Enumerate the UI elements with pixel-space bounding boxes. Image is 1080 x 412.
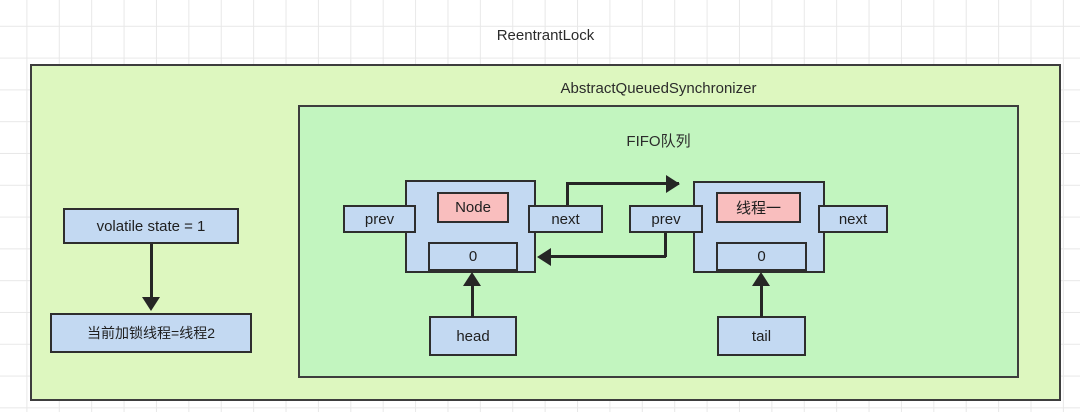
next-link-vertical [566, 182, 569, 207]
prev-link-horizontal [551, 255, 666, 258]
tail-pointer-box: tail [717, 316, 806, 356]
lock-owner-thread-box: 当前加锁线程=线程2 [50, 313, 252, 353]
node-2-wait-status: 0 [716, 242, 807, 271]
fifo-queue-title: FIFO队列 [626, 132, 691, 150]
aqs-title: AbstractQueuedSynchronizer [560, 79, 757, 97]
head-pointer-arrowhead [463, 272, 481, 286]
head-pointer-box: head [429, 316, 517, 356]
next-link-arrowhead [666, 175, 680, 193]
state-to-owner-arrowhead [142, 297, 160, 311]
tail-pointer-arrowhead [752, 272, 770, 286]
prev-link-vertical [664, 231, 667, 257]
node-1-prev-field: prev [343, 205, 416, 233]
prev-link-arrowhead [537, 248, 551, 266]
head-pointer-line [471, 284, 474, 317]
node-1-next-field: next [528, 205, 603, 233]
tail-pointer-line [760, 284, 763, 317]
node-2-prev-field: prev [629, 205, 703, 233]
state-to-owner-line [150, 244, 153, 299]
node-1-wait-status: 0 [428, 242, 518, 271]
reentrantlock-title: ReentrantLock [496, 26, 595, 44]
next-link-horizontal [566, 182, 679, 185]
node-2-next-field: next [818, 205, 888, 233]
volatile-state-box: volatile state = 1 [63, 208, 239, 244]
node-1-label: Node [437, 192, 509, 223]
node-2-label: 线程一 [716, 192, 801, 223]
